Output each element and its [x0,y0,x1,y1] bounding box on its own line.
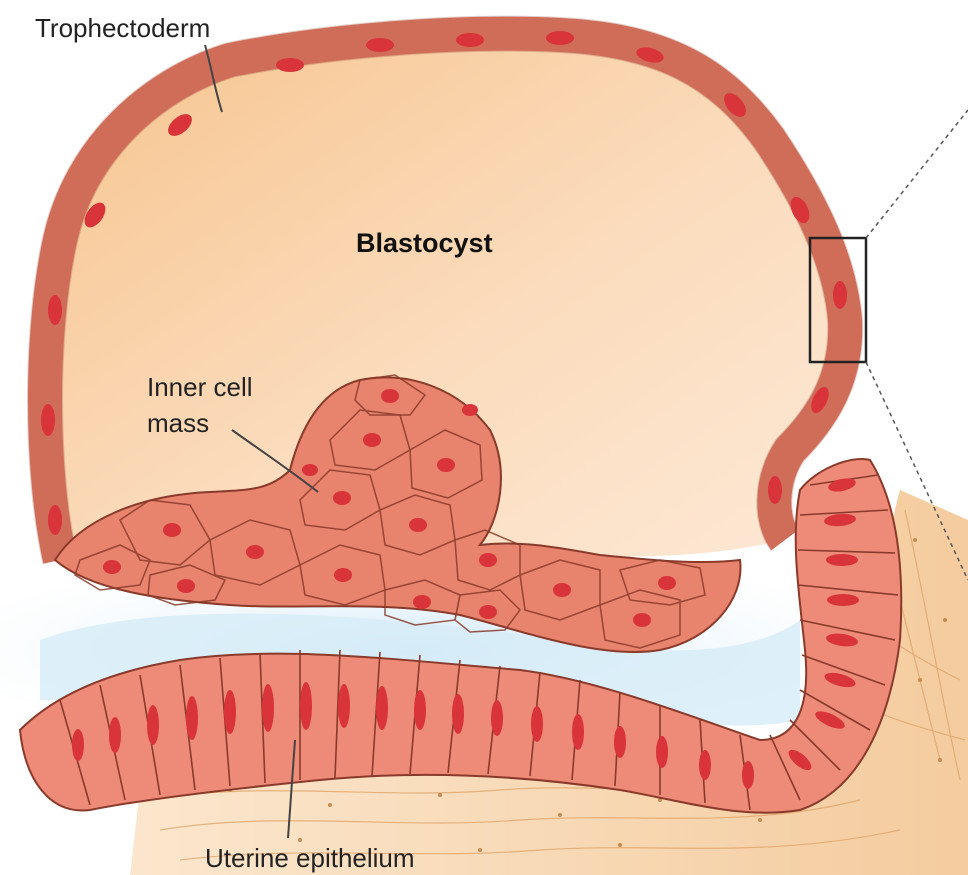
inner-cell-mass-label-line1: Inner cell [147,372,253,402]
uterine-epithelium-label: Uterine epithelium [205,843,415,873]
inner-cell-mass-label-line2: mass [147,408,209,438]
trophectoderm-label: Trophectoderm [35,13,210,43]
blastocyst-label: Blastocyst [356,228,493,258]
